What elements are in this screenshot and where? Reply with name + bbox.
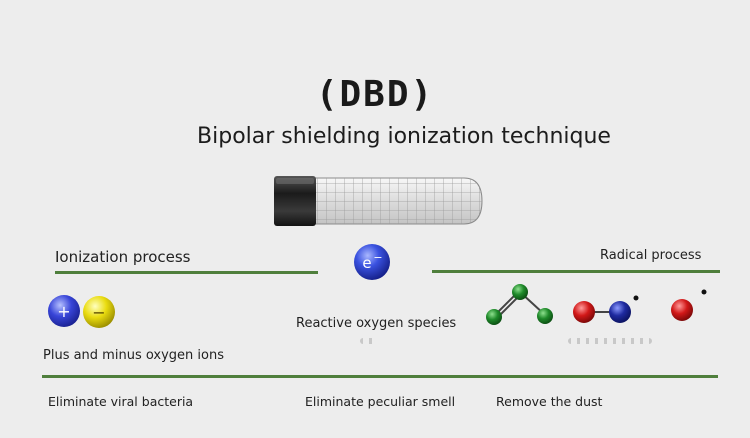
remove-dust-label: Remove the dust	[496, 394, 603, 409]
eliminate-peculiar-smell-label: Eliminate peculiar smell	[305, 394, 456, 409]
divider-left	[55, 271, 318, 274]
divider-right	[432, 270, 720, 273]
positive-ion-symbol: +	[57, 302, 70, 321]
electron-icon: e −	[354, 244, 390, 280]
bent-molecule-icon	[486, 284, 553, 325]
radical-pair-icon	[573, 295, 639, 323]
single-radical-icon	[671, 289, 707, 321]
radical-process-label: Radical process	[600, 248, 702, 263]
electron-symbol: e	[362, 254, 371, 272]
plus-minus-ions-label: Plus and minus oxygen ions	[43, 348, 224, 363]
electron-charge: −	[373, 251, 382, 264]
faded-mark	[360, 338, 378, 344]
eliminate-viral-bacteria-label: Eliminate viral bacteria	[48, 394, 194, 409]
divider-bottom	[42, 375, 718, 378]
ionization-process-label: Ionization process	[55, 248, 191, 266]
ionization-tube-icon	[274, 176, 483, 226]
faded-mark	[568, 338, 652, 344]
negative-ion-symbol: −	[92, 303, 105, 322]
ion-pair-icon: + −	[48, 295, 115, 328]
page-subtitle: Bipolar shielding ionization technique	[197, 124, 611, 149]
page-title: (DBD)	[315, 74, 435, 115]
reactive-oxygen-label: Reactive oxygen species	[296, 316, 457, 331]
